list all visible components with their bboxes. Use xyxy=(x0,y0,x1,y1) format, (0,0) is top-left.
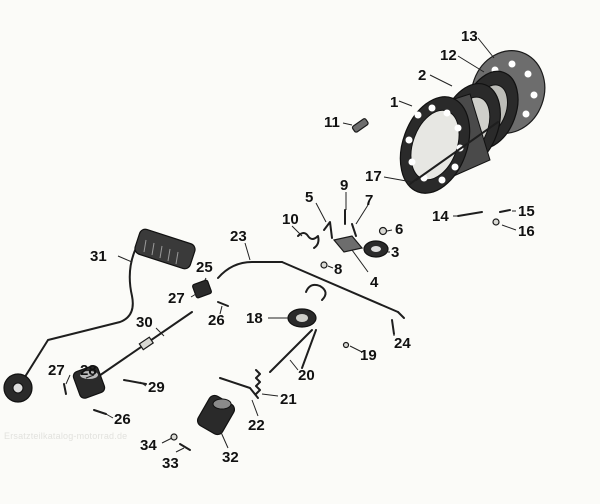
callout-2: 2 xyxy=(418,67,426,84)
hub-drum-part-1 xyxy=(399,93,491,194)
callout-8: 8 xyxy=(334,261,342,278)
bolt-part-7 xyxy=(351,223,357,237)
callout-28: 28 xyxy=(80,362,97,379)
spring-clip-part-5 xyxy=(323,221,333,239)
callout-4: 4 xyxy=(370,274,379,291)
rubber-sleeve-part-32 xyxy=(196,394,236,436)
callout-7: 7 xyxy=(365,192,373,209)
washer-part-15 xyxy=(499,209,511,213)
hub-axle-spacer-part-17 xyxy=(409,121,499,185)
adjuster-nut-part-25 xyxy=(192,279,212,299)
callout-29: 29 xyxy=(148,379,165,396)
cam-ring-part-3 xyxy=(363,240,389,258)
grease-nipple-part-11 xyxy=(351,118,369,133)
pin-part-26-lower xyxy=(93,409,107,415)
callout-10: 10 xyxy=(282,211,299,228)
callout-32: 32 xyxy=(222,449,239,466)
callout-16: 16 xyxy=(518,223,535,240)
callout-25: 25 xyxy=(196,259,213,276)
callout-24: 24 xyxy=(394,335,411,352)
callout-23: 23 xyxy=(230,228,247,245)
linkage-rod-part-22 xyxy=(219,377,259,399)
callout-18: 18 xyxy=(246,310,263,327)
callout-27-lower: 27 xyxy=(48,362,65,379)
cotter-pin-part-24 xyxy=(391,319,395,335)
return-spring-part-10 xyxy=(297,232,320,249)
clip-part-6 xyxy=(378,226,388,236)
bolt-part-33 xyxy=(179,443,191,451)
clevis-part-28 xyxy=(72,365,106,399)
callout-34: 34 xyxy=(140,437,157,454)
callout-1: 1 xyxy=(390,94,398,111)
hook-spring-part-20 xyxy=(269,283,327,373)
callout-15: 15 xyxy=(518,203,535,220)
callout-labels: 1 2 3 4 5 6 7 8 9 10 11 12 13 14 15 16 1… xyxy=(48,28,535,472)
callout-27-upper: 27 xyxy=(168,290,185,307)
nut-part-16 xyxy=(492,218,500,226)
callout-26-lower: 26 xyxy=(114,411,131,428)
callout-13: 13 xyxy=(461,28,478,45)
leader-lines xyxy=(65,37,517,453)
spring-part-21 xyxy=(255,369,261,395)
callout-31: 31 xyxy=(90,248,107,265)
callout-21: 21 xyxy=(280,391,297,408)
foot-brake-pedal-part-31 xyxy=(3,228,196,403)
callout-26-upper: 26 xyxy=(208,312,225,329)
callout-12: 12 xyxy=(440,47,457,64)
callout-20: 20 xyxy=(298,367,315,384)
callout-11: 11 xyxy=(324,114,340,131)
callout-19: 19 xyxy=(360,347,377,364)
screw-part-14 xyxy=(457,211,483,217)
callout-22: 22 xyxy=(248,417,265,434)
washer-part-34 xyxy=(170,433,178,441)
callout-6: 6 xyxy=(395,221,403,238)
callout-9: 9 xyxy=(340,177,348,194)
pin-part-27-lower xyxy=(63,383,67,395)
callout-14: 14 xyxy=(432,208,449,225)
callout-5: 5 xyxy=(305,189,313,206)
callout-17: 17 xyxy=(365,168,382,185)
brake-cam-lever-part-4 xyxy=(332,235,364,253)
pin-part-26-upper xyxy=(217,301,229,307)
washer-part-8 xyxy=(320,261,328,269)
watermark-text: Ersatzteilkatalog-motorrad.de xyxy=(4,431,128,441)
brake-shaft-part-23 xyxy=(217,261,405,319)
callout-33: 33 xyxy=(162,455,179,472)
brake-switch-part-18 xyxy=(287,308,317,328)
pin-part-19 xyxy=(342,341,350,349)
callout-30: 30 xyxy=(136,314,153,331)
pull-rod-part-30 xyxy=(95,311,193,379)
callout-3: 3 xyxy=(391,244,399,261)
